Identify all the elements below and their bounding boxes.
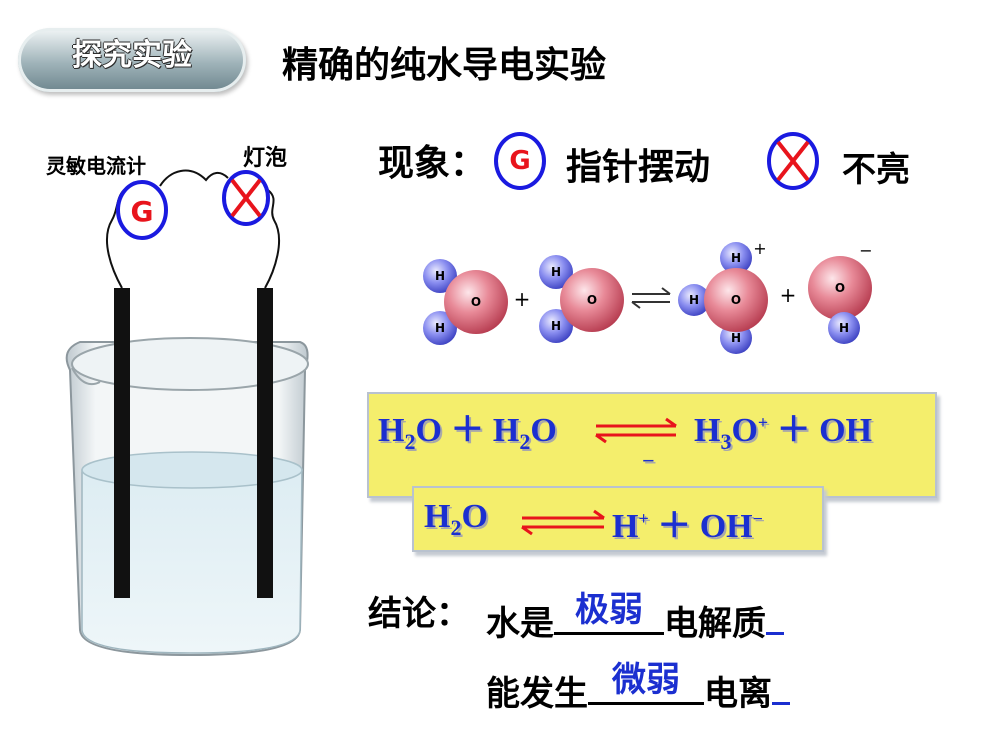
wire-top — [159, 169, 229, 187]
galvanometer-symbol-icon: G — [494, 132, 546, 190]
bulb-off-icon — [767, 132, 819, 190]
equation-2-lhs: H2O — [424, 498, 488, 540]
equation-1-oh-charge: − — [642, 448, 655, 473]
svg-text:O: O — [587, 293, 597, 307]
svg-text:H: H — [689, 293, 699, 307]
electrode-right — [257, 288, 273, 598]
section-badge-label: 探究实验 — [72, 38, 192, 73]
conclusion-label: 结论： — [368, 594, 470, 634]
svg-text:O: O — [471, 295, 481, 309]
water-surface — [81, 451, 303, 489]
svg-text:H: H — [731, 331, 741, 345]
svg-text:H: H — [731, 251, 741, 265]
equilibrium-arrow-icon — [595, 417, 677, 444]
no-light-text: 不亮 — [842, 150, 910, 190]
galvanometer-symbol: G — [131, 195, 154, 228]
hydronium-ion: H H H O + — [678, 240, 768, 354]
equation-1-lhs: H2O ＋ H2O — [378, 412, 557, 454]
equation-1-rhs: H3O+ ＋ OH — [694, 412, 873, 454]
svg-text:O: O — [835, 281, 845, 295]
page-title: 精确的纯水导电实验 — [282, 44, 607, 86]
phenomenon-label: 现象： — [378, 142, 487, 184]
svg-text:H: H — [551, 265, 561, 279]
blank-answer-1: 极弱 — [554, 590, 664, 635]
svg-text:H: H — [839, 321, 849, 335]
beaker-rim — [71, 337, 309, 391]
molecule-model-diagram: H H O + H H O H H H — [423, 240, 873, 354]
needle-swing-text: 指针摆动 — [566, 146, 711, 188]
electrode-left — [114, 288, 130, 598]
beaker-spout — [71, 367, 101, 386]
conclusion-line-1: 水是极弱电解质 — [486, 590, 784, 645]
conclusion-line-2: 能发生微弱电离 — [486, 660, 790, 715]
equation-2-rhs: H+ ＋ OH− — [612, 508, 763, 545]
section-badge — [18, 28, 246, 92]
equilibrium-arrow-icon — [521, 509, 605, 536]
equilibrium-arrow-icon — [631, 287, 671, 309]
plus-sign: + — [514, 287, 531, 311]
water-molecule-1: H H O — [423, 259, 508, 345]
svg-text:H: H — [435, 321, 445, 335]
svg-text:H: H — [435, 269, 445, 283]
apparatus-diagram: G — [65, 169, 309, 657]
plus-sign: + — [780, 283, 797, 307]
wire-right — [264, 189, 280, 289]
equation-box-2 — [412, 486, 824, 552]
blank-answer-2: 微弱 — [588, 660, 704, 705]
galvanometer-label: 灵敏电流计 — [46, 154, 146, 178]
svg-text:H: H — [551, 319, 561, 333]
galvanometer-icon — [116, 180, 168, 240]
water-molecule-2: H H O — [539, 255, 624, 343]
svg-text:O: O — [731, 293, 741, 307]
bulb-label: 灯泡 — [243, 145, 288, 171]
hydroxide-ion: O H − — [808, 241, 873, 344]
svg-text:+: + — [753, 240, 766, 258]
svg-text:−: − — [859, 241, 872, 260]
